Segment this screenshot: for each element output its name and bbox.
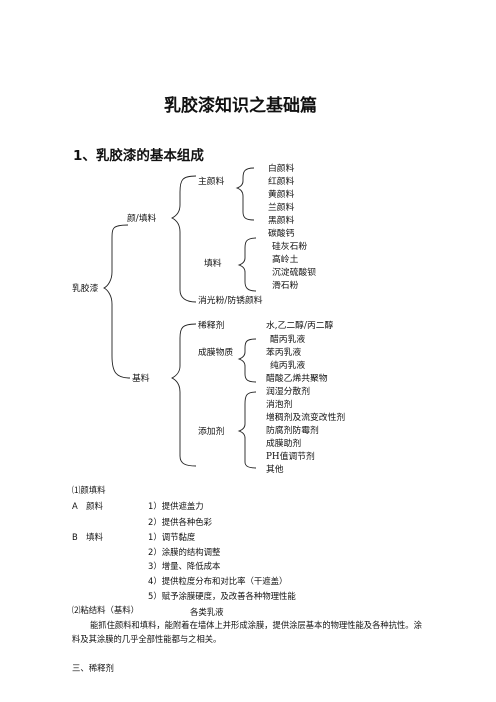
filler-bracket: [237, 237, 257, 292]
additive-item: 成膜助剂: [266, 439, 302, 449]
film-item: 纯丙乳液: [270, 361, 306, 371]
list-item: 5）赋予涂膜硬度，及改善各种物理性能: [148, 591, 296, 601]
tree-diluent-item: 水,乙二醇/丙二醇: [266, 321, 334, 331]
film-item: 醋酸乙烯共聚物: [266, 374, 328, 384]
filler-item: 硅灰石粉: [272, 242, 308, 252]
main-pigment-item: 黄颜料: [268, 190, 295, 200]
tree-root: 乳胶漆: [72, 284, 99, 294]
additive-item: 增稠剂及流变改性剂: [266, 413, 346, 423]
list-item: 1）提供遮盖力: [148, 501, 204, 511]
tree-base: 基料: [132, 374, 150, 384]
list-label-filler: B 填料: [72, 532, 103, 542]
binder-note: 各类乳液: [190, 607, 224, 617]
root-bracket: [102, 224, 131, 379]
tree-additive: 添加剂: [198, 427, 225, 437]
additive-bracket: [237, 391, 257, 469]
main-pigment-item: 兰颜料: [268, 203, 295, 213]
filler-item: 碳酸钙: [268, 229, 295, 239]
filler-item: 高岭土: [272, 255, 299, 265]
additive-item: PH值调节剂: [266, 452, 315, 462]
tree-film: 成膜物质: [198, 348, 234, 358]
pigment-filler-bracket: [170, 175, 197, 303]
filler-item: 沉淀硫酸钡: [272, 268, 316, 278]
list-item: 4）提供粒度分布和对比率（干遮盖）: [148, 576, 288, 586]
binder-paragraph: 能抓住颜料和填料，能附着在墙体上并形成涂膜，提供涂层基本的物理性能及各种抗性。涂…: [72, 620, 422, 644]
main-pigment-item: 黑颜料: [268, 216, 295, 226]
list-label-pigment: A 颜料: [72, 501, 103, 511]
filler-item: 滑石粉: [272, 281, 299, 291]
film-item: 苯丙乳液: [266, 348, 302, 358]
list-heading-pigment-filler: ⑴颜填料: [72, 485, 106, 495]
additive-item: 防腐剂防霉剂: [266, 426, 319, 436]
tree-main-pigment: 主颜料: [198, 177, 225, 187]
base-bracket: [170, 323, 197, 467]
main-pigment-item: 白颜料: [268, 164, 295, 174]
list-item: 2）提供各种色彩: [148, 517, 212, 527]
tree-filler: 填料: [204, 259, 222, 269]
film-item: 醋丙乳液: [270, 335, 306, 345]
additive-item: 消泡剂: [266, 400, 293, 410]
list-item: 2）涂膜的结构调整: [148, 547, 221, 557]
main-pigment-item: 红颜料: [268, 177, 295, 187]
list-item: 1）调节黏度: [148, 532, 196, 542]
additive-item: 润湿分散剂: [266, 387, 310, 397]
page-title: 乳胶漆知识之基础篇: [164, 96, 317, 116]
tree-pigment-filler: 颜/填料: [127, 214, 157, 224]
list-item: 3）增量、降低成本: [148, 561, 221, 571]
additive-item: 其他: [266, 465, 284, 475]
section-heading-3: 三、稀释剂: [72, 663, 114, 673]
list-heading-binder: ⑵粘结料（基料）: [72, 605, 139, 615]
main-pigment-bracket: [235, 167, 255, 221]
tree-diluent: 稀释剂: [198, 321, 225, 331]
film-bracket: [237, 338, 257, 383]
section-heading-1: 1、乳胶漆的基本组成: [73, 148, 204, 164]
tree-matting: 消光粉/防锈颜料: [198, 296, 263, 306]
